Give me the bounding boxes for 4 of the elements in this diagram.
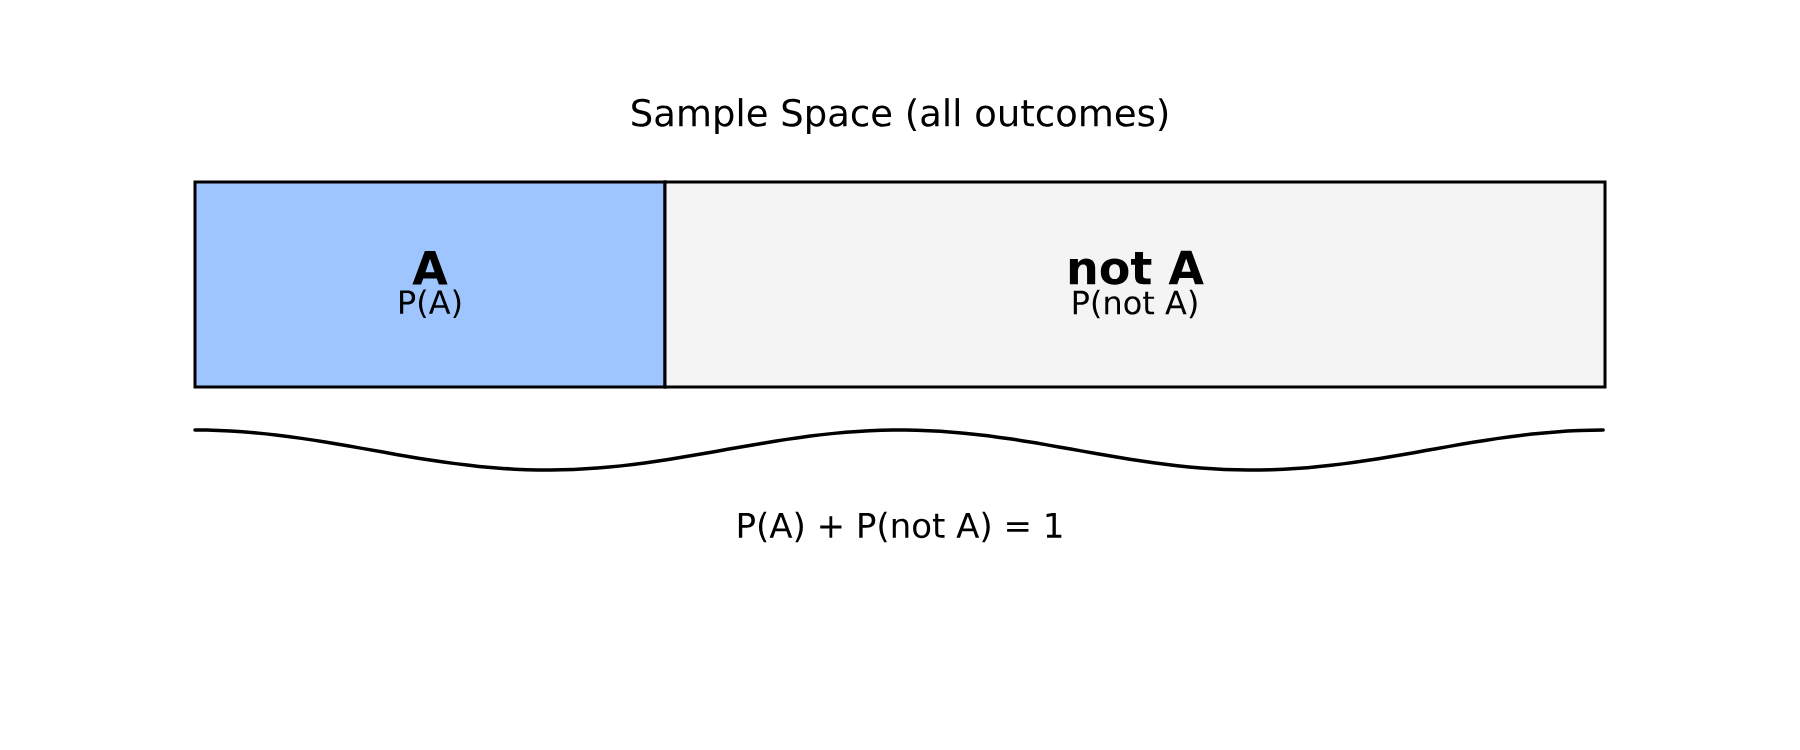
event-box: A P(A) xyxy=(193,180,667,389)
event-box: not A P(not A) xyxy=(663,180,1607,389)
equation: P(A) + P(not A) = 1 xyxy=(738,511,1062,543)
title: Sample Space (all outcomes) xyxy=(632,98,1168,134)
